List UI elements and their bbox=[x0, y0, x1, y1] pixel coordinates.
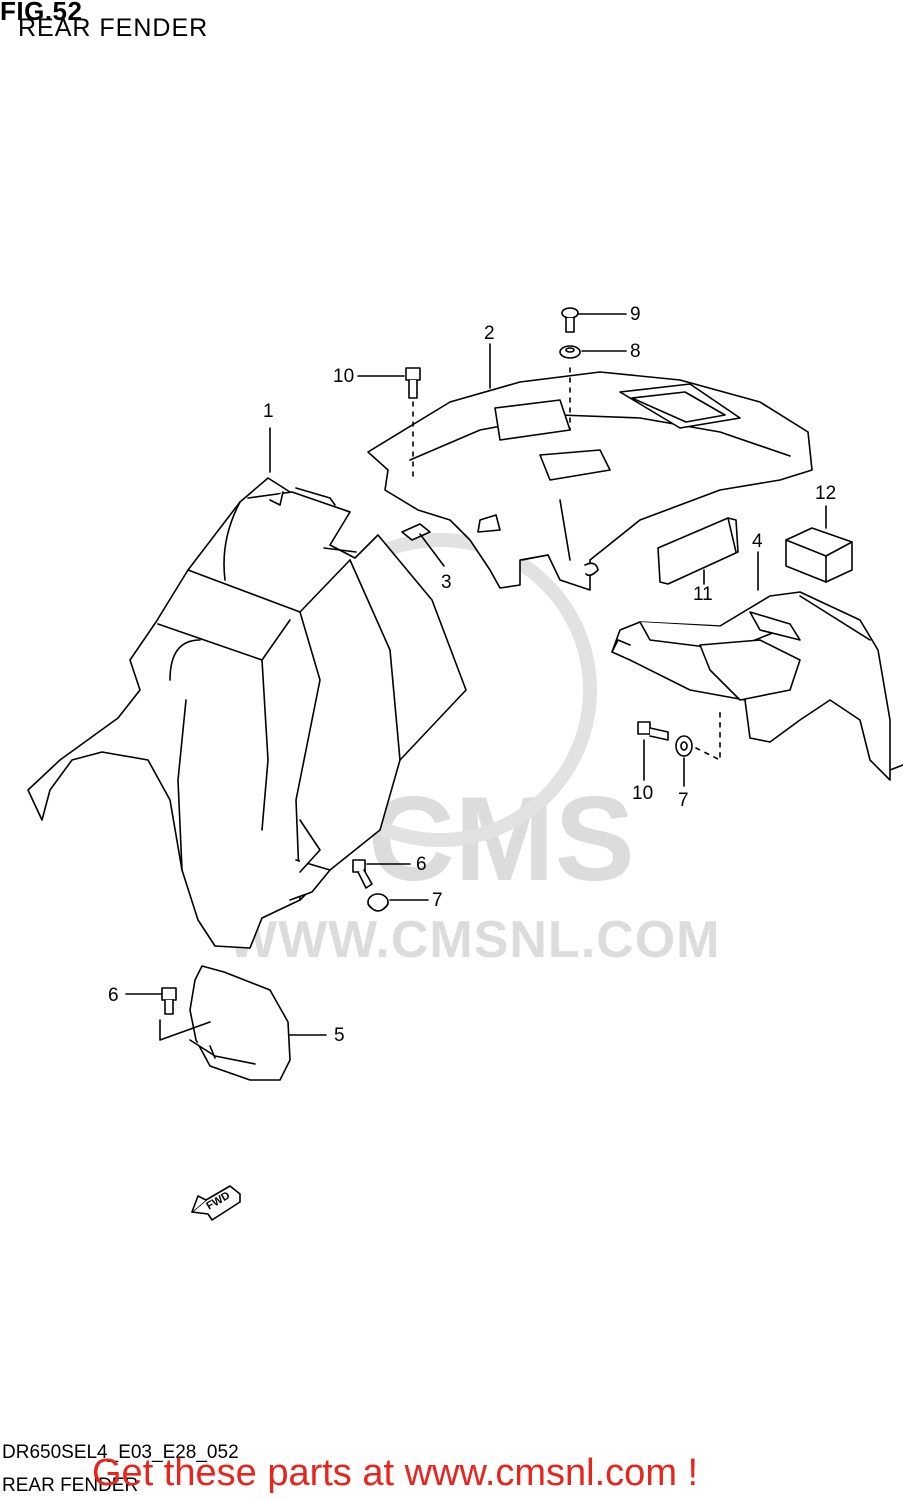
callout-3: 3 bbox=[441, 572, 452, 593]
callout-11: 11 bbox=[693, 584, 713, 605]
callout-10-right: 10 bbox=[632, 783, 654, 804]
callout-4: 4 bbox=[752, 531, 763, 552]
ref-line-5 bbox=[159, 1019, 211, 1041]
diagram-name: REAR FENDER bbox=[2, 1475, 139, 1496]
part-3-clip bbox=[401, 523, 431, 541]
screw-9 bbox=[561, 307, 579, 333]
part-4-bracket bbox=[611, 591, 903, 781]
bolt-10-top bbox=[405, 367, 421, 399]
washer-8 bbox=[559, 345, 581, 359]
callout-7-right: 7 bbox=[678, 790, 689, 811]
axis-7-right bbox=[695, 709, 721, 761]
watermark-url: WWW.CMSNL.COM bbox=[228, 911, 721, 969]
callout-6-lower: 6 bbox=[108, 985, 119, 1006]
figure-title: FIG.52 bbox=[0, 0, 83, 26]
callout-2: 2 bbox=[484, 323, 495, 344]
promo-link[interactable]: Get these parts at www.cmsnl.com ! bbox=[92, 1452, 699, 1494]
callout-5: 5 bbox=[334, 1025, 345, 1046]
callout-8: 8 bbox=[630, 341, 641, 362]
bolt-6-mid bbox=[352, 859, 373, 889]
part-1-inner-fender bbox=[27, 477, 467, 949]
bolt-6-lower bbox=[161, 987, 177, 1015]
grommet-7-mid bbox=[367, 893, 389, 912]
diagram-code: DR650SEL4_E03_E28_052 bbox=[2, 1442, 239, 1463]
leader-3 bbox=[419, 533, 445, 567]
part-5-mudflap bbox=[189, 965, 291, 1081]
callout-9: 9 bbox=[630, 304, 641, 325]
callout-12: 12 bbox=[815, 483, 837, 504]
part-11-pad bbox=[657, 517, 739, 585]
callout-7-mid: 7 bbox=[432, 890, 443, 911]
bolt-10-right bbox=[637, 721, 669, 741]
part-12-pad bbox=[785, 527, 853, 583]
callout-1: 1 bbox=[263, 401, 274, 422]
fwd-arrow-icon bbox=[191, 1185, 241, 1221]
part-2-rear-fender bbox=[367, 371, 813, 591]
callout-6-mid: 6 bbox=[416, 854, 427, 875]
callout-10-top: 10 bbox=[333, 366, 355, 387]
figure-subtitle: REAR FENDER bbox=[18, 14, 209, 42]
grommet-7-right bbox=[675, 735, 693, 757]
